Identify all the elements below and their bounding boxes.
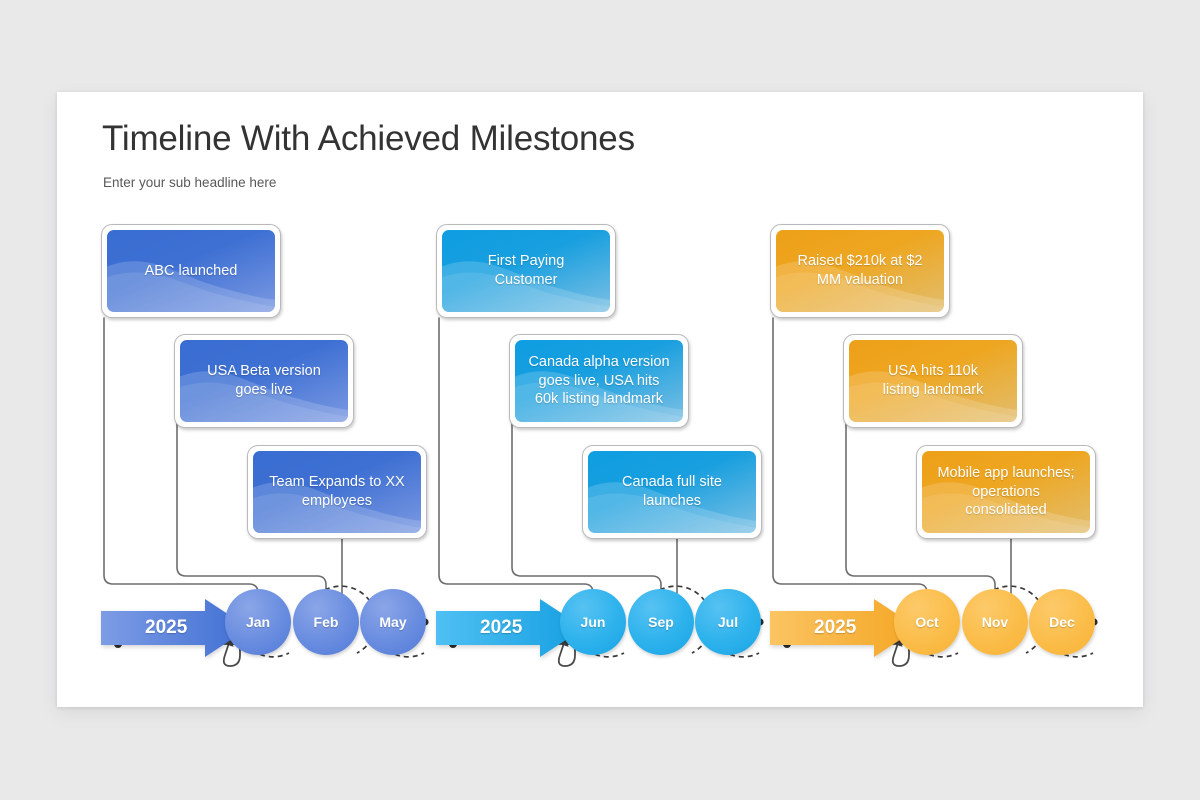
- milestone-card[interactable]: Team Expands to XX employees: [247, 445, 427, 539]
- milestone-card[interactable]: ABC launched: [101, 224, 281, 318]
- year-arrow-shape: [101, 599, 249, 657]
- page-title: Timeline With Achieved Milestones: [102, 119, 635, 158]
- year-label: 2025: [480, 617, 523, 638]
- year-label: 2025: [814, 617, 857, 638]
- node-label: Jan: [245, 614, 271, 630]
- milestone-card[interactable]: Canada full site launches: [582, 445, 762, 539]
- card-surface: First Paying Customer: [442, 230, 610, 312]
- node-label: Nov: [981, 614, 1009, 630]
- year-label: 2025: [145, 617, 188, 638]
- timeline-node[interactable]: Sep: [628, 589, 694, 655]
- diagram-stage: Timeline With Achieved Milestones Enter …: [57, 92, 1143, 707]
- card-surface: USA hits 110k listing landmark: [849, 340, 1017, 422]
- card-text: USA Beta version goes live: [207, 363, 321, 398]
- milestone-card[interactable]: Canada alpha version goes live, USA hits…: [509, 334, 689, 428]
- timeline-node[interactable]: Oct: [894, 589, 960, 655]
- node-label: Feb: [313, 614, 339, 630]
- timeline-node[interactable]: Jun: [560, 589, 626, 655]
- milestone-card[interactable]: First Paying Customer: [436, 224, 616, 318]
- card-text: Team Expands to XX employees: [269, 474, 405, 509]
- milestone-card[interactable]: Raised $210k at $2 MM valuation: [770, 224, 950, 318]
- year-arrow[interactable]: 2025: [770, 599, 918, 657]
- timeline-node[interactable]: Jan: [225, 589, 291, 655]
- card-text: USA hits 110k listing landmark: [882, 363, 984, 398]
- card-text: First Paying Customer: [487, 253, 565, 288]
- timeline-node[interactable]: Dec: [1029, 589, 1095, 655]
- milestone-card[interactable]: USA hits 110k listing landmark: [843, 334, 1023, 428]
- node-label: Jun: [580, 614, 606, 630]
- card-text: Canada alpha version goes live, USA hits…: [528, 353, 670, 408]
- card-text: Mobile app launches; operations consolid…: [937, 464, 1075, 519]
- card-text: Raised $210k at $2 MM valuation: [797, 253, 923, 288]
- year-arrow[interactable]: 2025: [101, 599, 249, 657]
- year-arrow-shape: [436, 599, 584, 657]
- node-label: Jul: [717, 614, 739, 630]
- year-arrow-shape: [770, 599, 918, 657]
- timeline-node[interactable]: Jul: [695, 589, 761, 655]
- timeline-node[interactable]: Nov: [962, 589, 1028, 655]
- slide-canvas: Timeline With Achieved Milestones Enter …: [57, 92, 1143, 707]
- timeline-node[interactable]: May: [360, 589, 426, 655]
- node-label: Dec: [1049, 614, 1075, 630]
- card-text: Canada full site launches: [622, 474, 722, 509]
- card-text: ABC launched: [144, 262, 238, 279]
- milestone-card[interactable]: Mobile app launches; operations consolid…: [916, 445, 1096, 539]
- card-surface: Mobile app launches; operations consolid…: [922, 451, 1090, 533]
- card-surface: Canada alpha version goes live, USA hits…: [515, 340, 683, 422]
- year-arrow[interactable]: 2025: [436, 599, 584, 657]
- page-subtitle: Enter your sub headline here: [103, 175, 277, 190]
- card-surface: USA Beta version goes live: [180, 340, 348, 422]
- node-label: May: [379, 614, 407, 630]
- node-label: Sep: [648, 614, 674, 630]
- milestone-card[interactable]: USA Beta version goes live: [174, 334, 354, 428]
- card-surface: Team Expands to XX employees: [253, 451, 421, 533]
- timeline-node[interactable]: Feb: [293, 589, 359, 655]
- card-surface: Canada full site launches: [588, 451, 756, 533]
- card-surface: ABC launched: [107, 230, 275, 312]
- node-label: Oct: [915, 614, 939, 630]
- card-surface: Raised $210k at $2 MM valuation: [776, 230, 944, 312]
